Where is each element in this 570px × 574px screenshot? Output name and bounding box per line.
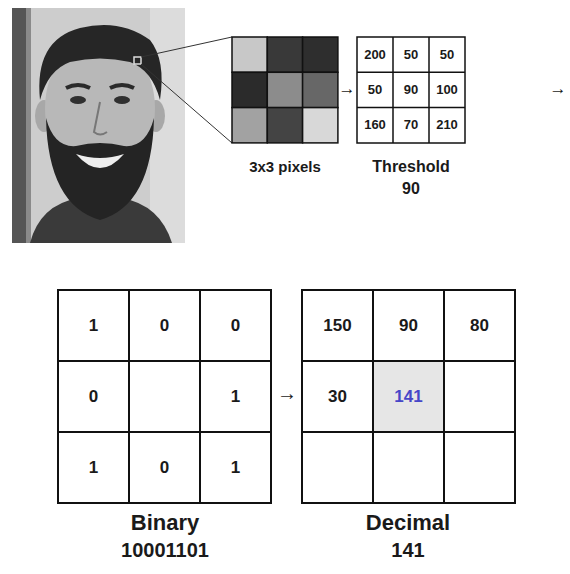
table-cell: 100 xyxy=(436,83,458,97)
face-photo xyxy=(12,8,185,243)
caption-label: 3x3 pixels xyxy=(249,159,321,176)
caption-value: 141 xyxy=(391,539,424,561)
table-cell: 50 xyxy=(440,48,454,62)
table-cell: 1 xyxy=(89,316,98,335)
table-cell: 50 xyxy=(368,83,382,97)
table-cell: 0 xyxy=(231,316,240,335)
caption-label: Threshold xyxy=(372,158,449,176)
table-cell: 0 xyxy=(160,458,169,477)
decimal-grid xyxy=(302,290,515,503)
table-cell: 0 xyxy=(160,316,169,335)
zoom-line xyxy=(141,64,232,143)
binary-grid xyxy=(58,290,271,503)
table-cell: 1 xyxy=(89,458,98,477)
table-cell: 1 xyxy=(231,387,240,406)
table-cell: 30 xyxy=(328,387,347,406)
zoom-line xyxy=(141,37,232,57)
table-cell: 90 xyxy=(399,316,418,335)
pixel-grid xyxy=(232,37,338,143)
table-cell: 70 xyxy=(404,118,418,132)
arrow-symbol: → xyxy=(277,382,297,404)
table-cell: 0 xyxy=(89,387,98,406)
threshold-grid xyxy=(357,37,465,143)
caption-value: 90 xyxy=(402,180,420,198)
table-cell: 200 xyxy=(364,48,386,62)
caption-label: Decimal xyxy=(366,511,450,535)
table-cell: 80 xyxy=(470,316,489,335)
table-cell: 50 xyxy=(404,48,418,62)
table-cell: 141 xyxy=(394,387,422,406)
table-cell: 210 xyxy=(436,118,458,132)
table-cell: 1 xyxy=(231,458,240,477)
table-cell: 150 xyxy=(323,316,351,335)
table-cell: 160 xyxy=(364,118,386,132)
arrow-symbol: → xyxy=(339,80,356,99)
caption-value: 10001101 xyxy=(121,539,209,561)
table-cell: 90 xyxy=(404,83,418,97)
caption-label: Binary xyxy=(131,511,199,535)
arrow-symbol: → xyxy=(550,80,567,99)
